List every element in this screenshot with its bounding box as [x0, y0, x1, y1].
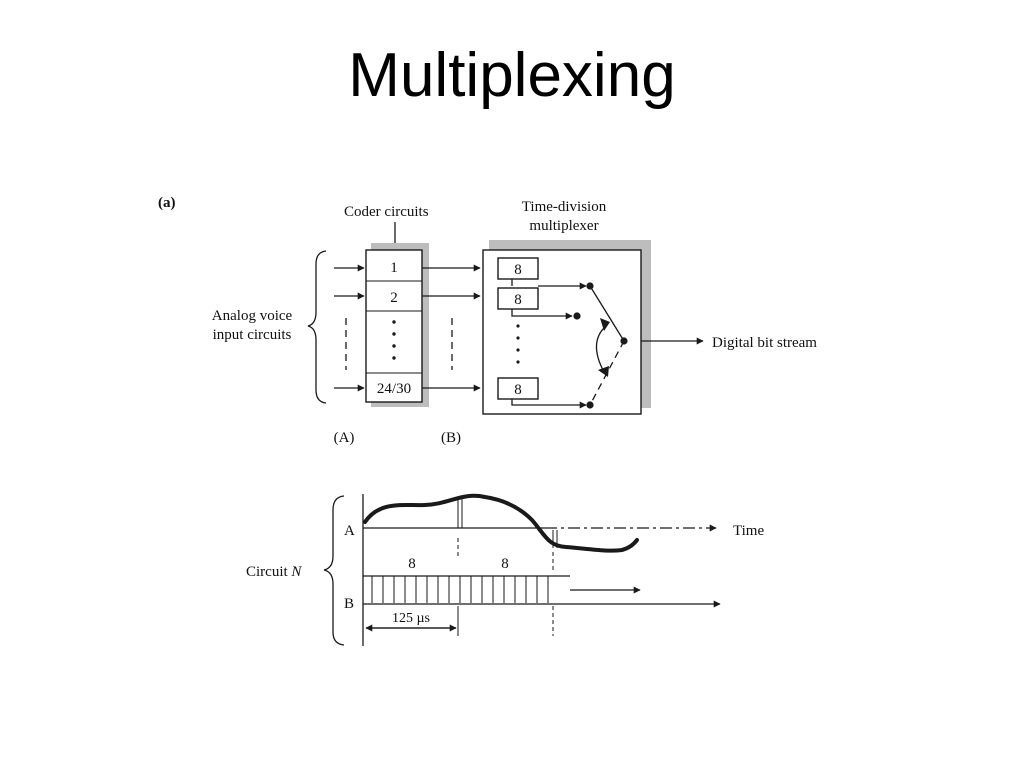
coder-cell-n: 24/30 — [377, 381, 411, 397]
coder-circuits-label: Coder circuits — [344, 204, 429, 220]
bit-stream-ticks — [371, 576, 549, 603]
tdm-slot-2-value: 8 — [514, 292, 522, 308]
input-brace — [307, 250, 327, 404]
panel-label-a: (a) — [158, 195, 176, 211]
tdm-slot-1-value: 8 — [514, 262, 522, 278]
slot-left-label: 8 — [408, 556, 416, 572]
circuit-brace — [323, 495, 345, 646]
tdm-rotor-arm — [589, 285, 625, 342]
tdm-contact-2 — [573, 312, 581, 320]
coder-cell-1: 1 — [390, 260, 398, 276]
tdm-slot-1 — [497, 257, 539, 280]
coder-cell-2: 2 — [390, 290, 398, 306]
circuit-label: Circuit N — [246, 564, 302, 580]
time-label: Time — [733, 523, 764, 539]
tdm-label-line1: Time-division — [522, 199, 607, 215]
coder-column — [365, 249, 423, 403]
tdm-slot-n — [497, 377, 539, 400]
tdm-slot-n-value: 8 — [514, 382, 522, 398]
input-label-line2: input circuits — [213, 327, 292, 343]
output-label: Digital bit stream — [712, 335, 817, 351]
slide-title: Multiplexing — [348, 41, 676, 110]
analog-waveform — [363, 493, 639, 553]
tdm-label-line2: multiplexer — [529, 218, 598, 234]
point-a-label: (A) — [334, 430, 355, 446]
input-label-line1: Analog voice — [212, 308, 293, 324]
row-b-label: B — [344, 596, 354, 612]
period-label: 125 µs — [392, 611, 430, 626]
slot-right-label: 8 — [501, 556, 509, 572]
point-b-label: (B) — [441, 430, 461, 446]
row-a-label: A — [344, 523, 355, 539]
tdm-slot-2 — [497, 287, 539, 310]
